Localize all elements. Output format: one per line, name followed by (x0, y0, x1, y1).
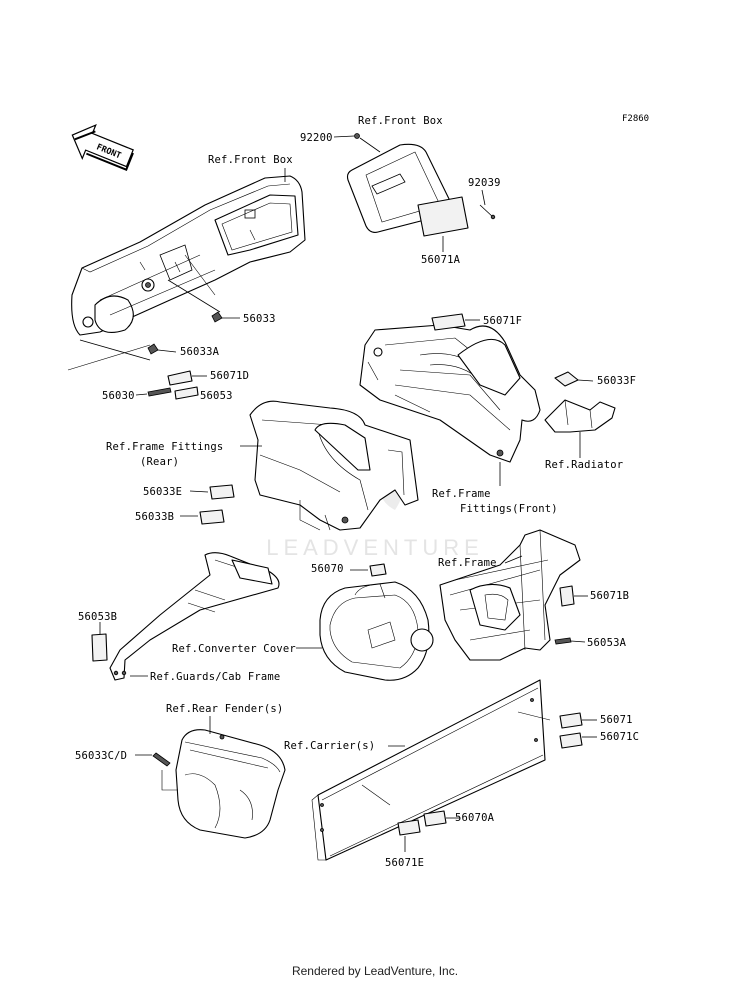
label-ref-frame-fittings-front-2: Fittings(Front) (460, 503, 558, 515)
watermark-text: LEADVENTURE (266, 535, 484, 560)
label-ref-front-box-top: Ref.Front Box (358, 115, 443, 127)
label-ref-carrier: Ref.Carrier(s) (284, 740, 375, 752)
label-ref-frame-fittings-rear-2: (Rear) (140, 456, 179, 468)
label-56033f: 56033F (597, 375, 636, 387)
label-ref-frame-fittings-front-1: Ref.Frame (432, 488, 491, 500)
label-56033a: 56033A (180, 346, 220, 358)
label-56071c: 56071C (600, 731, 639, 743)
label-92039: 92039 (468, 177, 501, 189)
guards-cab-frame-part (109, 552, 280, 681)
label-56071a: 56071A (421, 254, 461, 266)
frame-fittings-front-part (359, 324, 541, 463)
label-ref-rear-fender: Ref.Rear Fender(s) (166, 703, 283, 715)
label-56071: 56071 (600, 714, 633, 726)
label-56053a: 56053A (587, 637, 627, 649)
label-56033b: 56033B (135, 511, 174, 523)
label-92200: 92200 (300, 132, 333, 144)
frame-part (439, 529, 581, 661)
carrier-part (311, 679, 551, 861)
rear-fender-part (175, 729, 286, 839)
frame-fittings-rear-part (249, 400, 419, 531)
label-56070: 56070 (311, 563, 344, 575)
footer-credit: Rendered by LeadVenture, Inc. (292, 964, 458, 978)
label-56033cd: 56033C/D (75, 750, 127, 762)
label-56053: 56053 (200, 390, 233, 402)
label-ref-converter-cover: Ref.Converter Cover (172, 643, 296, 655)
front-box-upper (346, 133, 496, 252)
label-ref-frame-fittings-rear-1: Ref.Frame Fittings (106, 441, 223, 453)
label-ref-front-box-left: Ref.Front Box (208, 154, 293, 166)
converter-cover-part (319, 581, 434, 681)
label-56033e: 56033E (143, 486, 182, 498)
label-56071e: 56071E (385, 857, 424, 869)
label-ref-radiator: Ref.Radiator (545, 459, 623, 471)
label-ref-frame: Ref.Frame (438, 557, 497, 569)
front-arrow-icon: FRONT (71, 123, 134, 172)
figure-code: F2860 (622, 114, 649, 124)
label-56033: 56033 (243, 313, 276, 325)
label-56071d: 56071D (210, 370, 249, 382)
radiator-bracket-part (544, 399, 616, 433)
label-56053b: 56053B (78, 611, 117, 623)
label-56030: 56030 (102, 390, 135, 402)
label-ref-guards-cab-frame: Ref.Guards/Cab Frame (150, 671, 280, 683)
dashboard-part (71, 175, 306, 336)
label-56070a: 56070A (455, 812, 495, 824)
label-56071f: 56071F (483, 315, 522, 327)
label-56071b: 56071B (590, 590, 629, 602)
